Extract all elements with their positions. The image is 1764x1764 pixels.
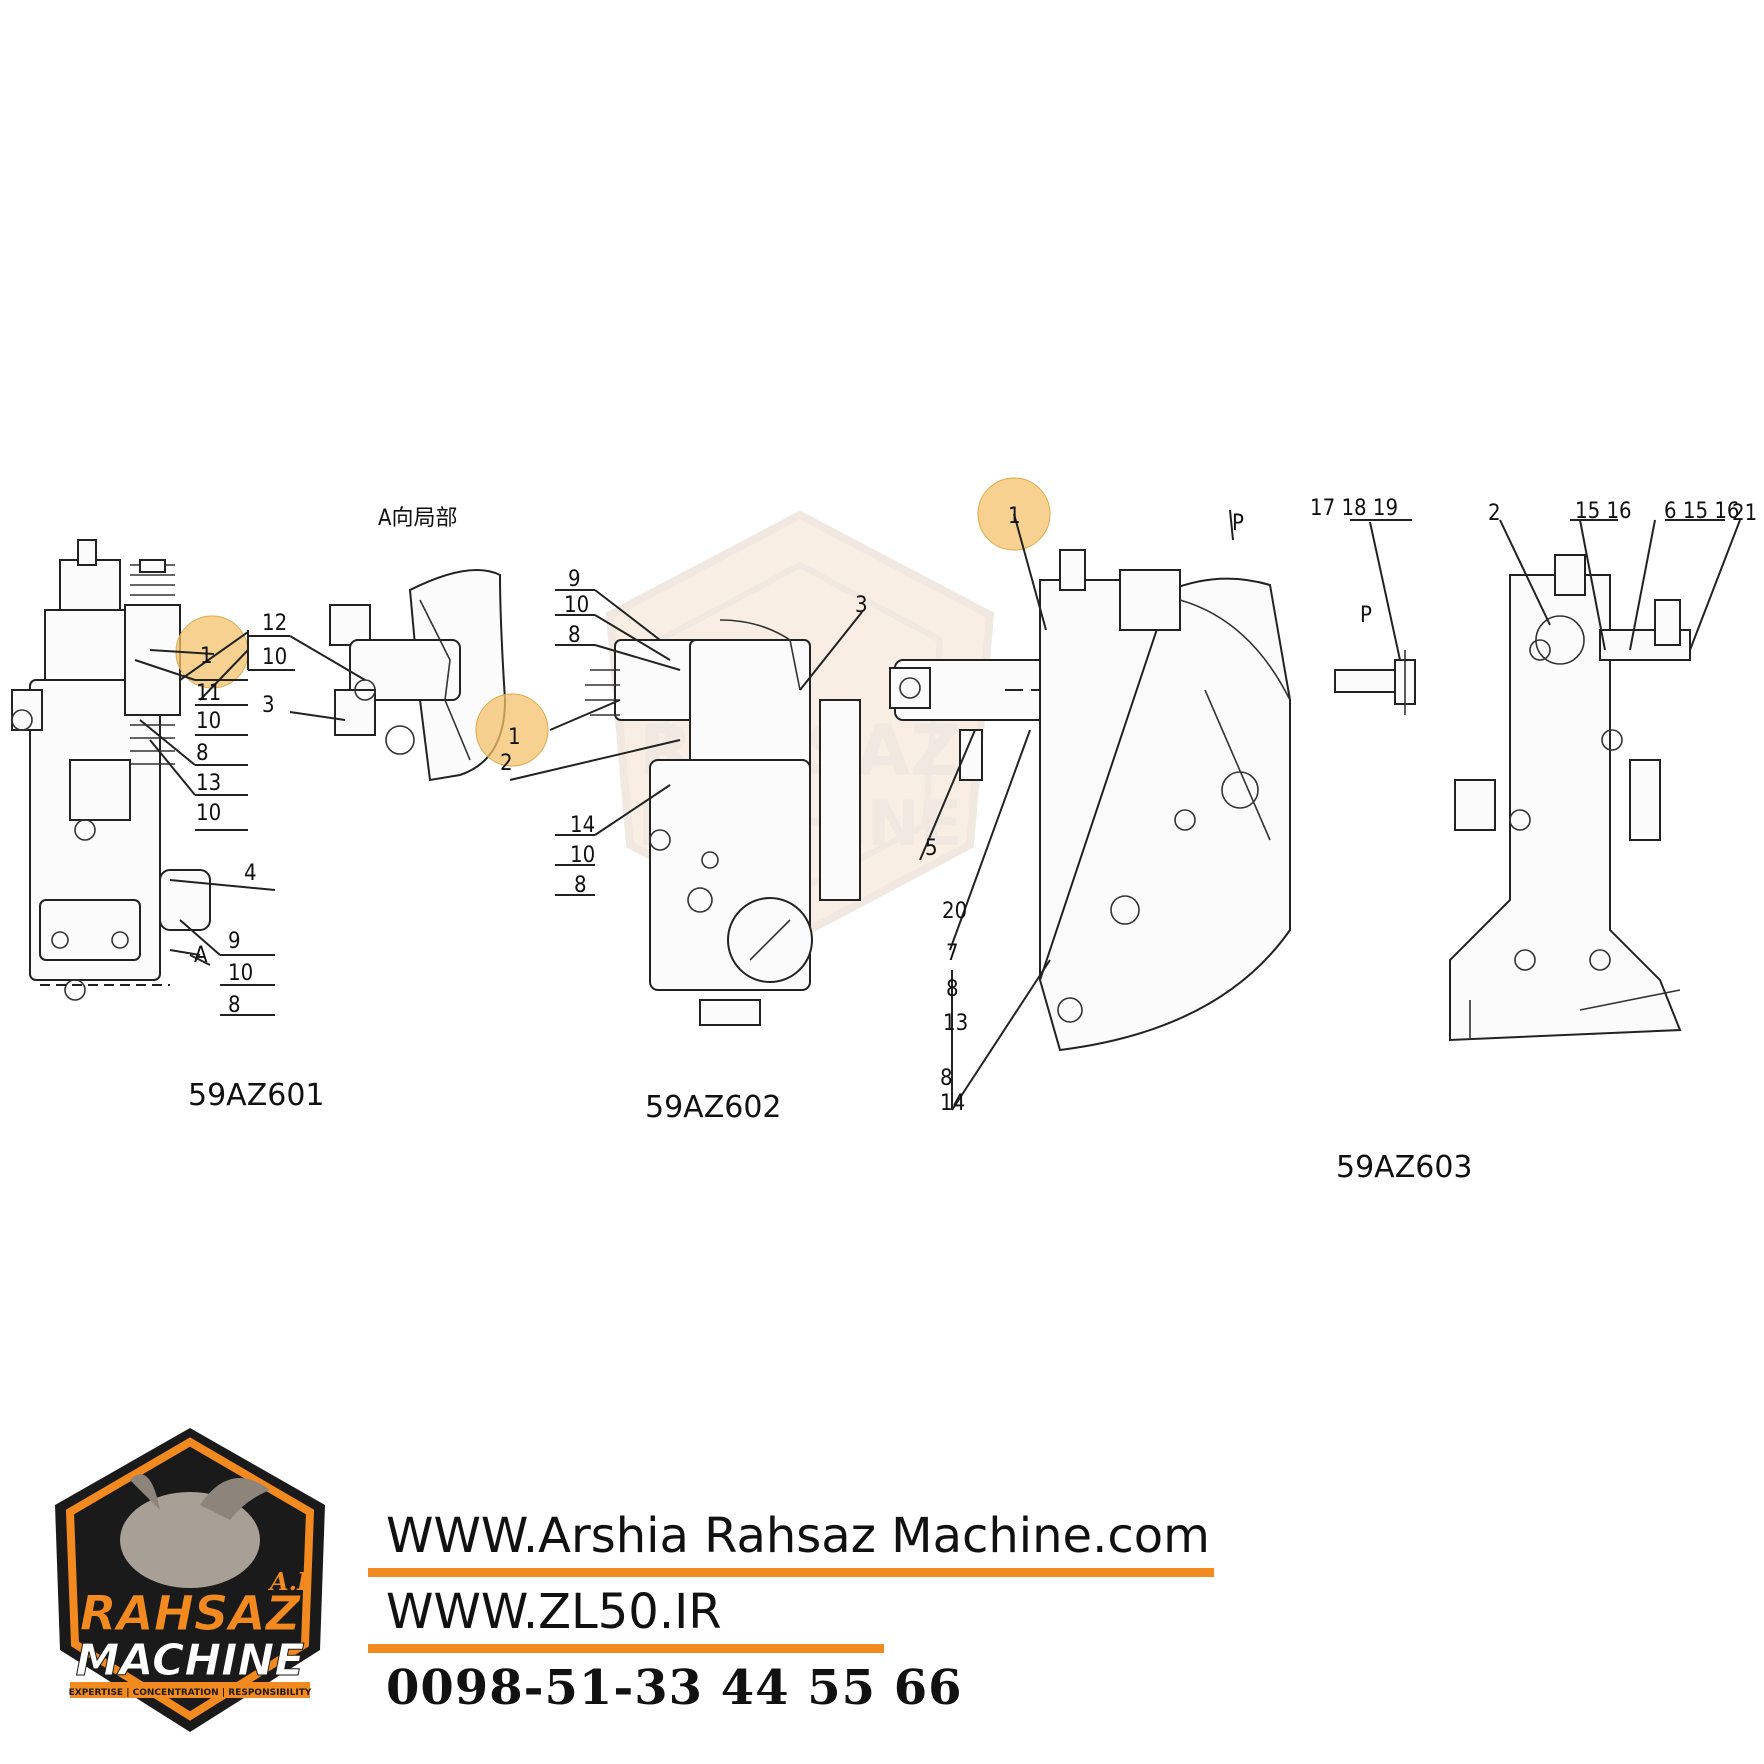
callout-label: 10 — [262, 645, 287, 670]
callout-label: 8 — [196, 741, 209, 766]
callout-label: 12 — [262, 611, 287, 636]
view-a-label: A向局部 — [378, 506, 458, 531]
logo-tagline: EXPERTISE | CONCENTRATION | RESPONSIBILI… — [69, 1688, 312, 1698]
section-code-601: 59AZ601 — [188, 1078, 325, 1113]
callout-label: 10 — [196, 801, 221, 826]
callout-labels-601: 12 10 3 1 11 10 8 13 10 4 9 10 8 A — [194, 611, 287, 1018]
callout-label: 1 — [508, 725, 521, 750]
callout-label: 13 — [943, 1011, 968, 1036]
callout-label: 13 — [196, 771, 221, 796]
callout-label: 14 — [940, 1091, 965, 1116]
section-code-603: 59AZ603 — [1336, 1150, 1473, 1185]
pump-assembly-601 — [11, 539, 211, 1001]
callout-label: 5 — [925, 836, 938, 861]
phone-number: 0098-51-33 44 55 66 — [386, 1660, 963, 1716]
callout-label: 8 — [946, 977, 959, 1002]
callout-label: 4 — [244, 861, 257, 886]
callout-label: 10 — [228, 961, 253, 986]
callout-label: 21 — [1732, 501, 1757, 526]
callout-lines-602 — [509, 589, 863, 896]
callout-lines-603 — [1499, 519, 1741, 651]
callout-label: 10 — [564, 593, 589, 618]
callout-labels-linkage: 1 5 20 7 8 13 8 14 P — [925, 504, 1244, 1116]
callout-label: 15 16 — [1575, 499, 1632, 524]
callout-label: P — [1360, 603, 1372, 628]
callout-label: 8 — [940, 1066, 953, 1091]
callout-label: 3 — [262, 693, 275, 718]
callout-label: 8 — [574, 873, 587, 898]
callout-label: 9 — [228, 929, 241, 954]
callout-label: 2 — [1488, 501, 1501, 526]
callout-label: 7 — [946, 941, 959, 966]
detail-view-a: A向局部 — [289, 506, 507, 782]
logo-initials: A.I — [268, 1567, 309, 1596]
brand-logo: A.I RAHSAZ MACHINE EXPERTISE | CONCENTRA… — [55, 1428, 325, 1732]
callout-label: 1 — [200, 644, 213, 669]
callout-label: 10 — [570, 843, 595, 868]
linkage-assembly — [889, 549, 1291, 1052]
callout-labels-602: 9 10 8 3 2 14 10 8 — [500, 567, 868, 898]
bracket-assembly-603 — [1449, 554, 1691, 1042]
callout-label: 17 18 19 — [1310, 496, 1398, 521]
callout-label: 11 — [196, 681, 221, 706]
callout-label: 9 — [568, 567, 581, 592]
governor-assembly-602 — [585, 619, 861, 1026]
logo-wordmark-bottom: MACHINE — [76, 1635, 305, 1686]
callout-lines-linkage — [919, 509, 1234, 1111]
callout-lines-601 — [134, 630, 295, 1016]
accent-divider — [368, 1644, 884, 1653]
callout-label: 8 — [228, 993, 241, 1018]
section-code-602: 59AZ602 — [645, 1090, 782, 1125]
callout-label: 20 — [942, 899, 967, 924]
callout-labels-603: 2 15 16 6 15 16 21 — [1488, 499, 1757, 526]
accent-divider — [368, 1568, 1214, 1577]
logo-wordmark-top: RAHSAZ — [80, 1586, 302, 1642]
callout-label: 1 — [1008, 504, 1021, 529]
callout-label: 10 — [196, 709, 221, 734]
highlight-marker — [475, 693, 549, 767]
website-secondary[interactable]: WWW.ZL50.IR — [386, 1584, 722, 1640]
callout-label: 14 — [570, 813, 595, 838]
detail-view-p — [1334, 519, 1416, 715]
website-primary[interactable]: WWW.Arshia Rahsaz Machine.com — [386, 1508, 1210, 1564]
callout-label: 2 — [500, 751, 513, 776]
callout-labels-p: 17 18 19 P — [1310, 496, 1398, 628]
arrow-a-label: A — [194, 943, 208, 968]
view-p-label: P — [1232, 511, 1244, 536]
callout-label: 8 — [568, 623, 581, 648]
callout-label: 6 15 16 — [1664, 499, 1740, 524]
callout-label: 3 — [855, 593, 868, 618]
